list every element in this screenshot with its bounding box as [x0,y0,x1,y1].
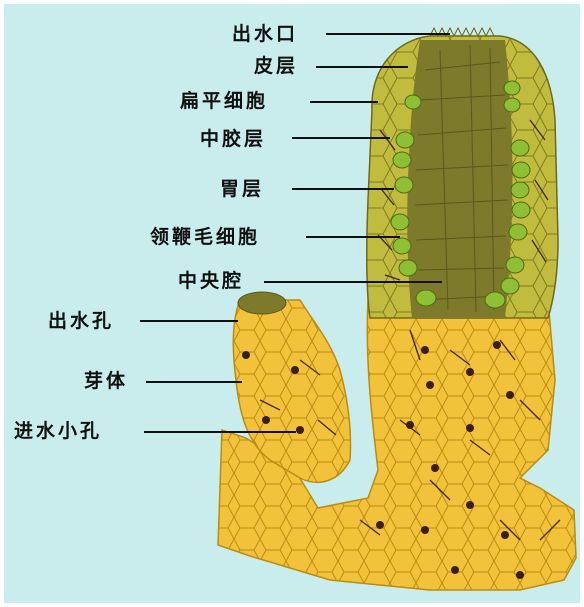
leader-spongocoel [264,281,442,283]
label-bud: 芽体 [84,370,128,392]
label-epidermis: 皮层 [254,55,298,77]
label-spongocoel: 中央腔 [178,270,244,292]
leader-epidermis [316,66,408,68]
central-cavity [407,40,512,318]
leader-bud-osculum [140,320,238,322]
leader-bud [146,381,242,383]
leader-gastral-layer [292,188,394,190]
label-pinacocyte: 扁平细胞 [180,90,268,112]
label-ostia: 进水小孔 [14,420,102,442]
bud-osculum [238,292,286,314]
leader-pinacocyte [310,101,378,103]
label-gastral-layer: 胃层 [220,178,264,200]
leader-ostia [144,431,296,433]
leader-choanocyte [306,236,400,238]
leader-osculum [326,33,450,35]
label-osculum: 出水口 [232,23,298,45]
label-mesohyl: 中胶层 [200,128,266,150]
leader-mesohyl [292,137,390,139]
label-bud-osculum: 出水孔 [48,310,114,332]
label-choanocyte: 领鞭毛细胞 [150,226,260,248]
